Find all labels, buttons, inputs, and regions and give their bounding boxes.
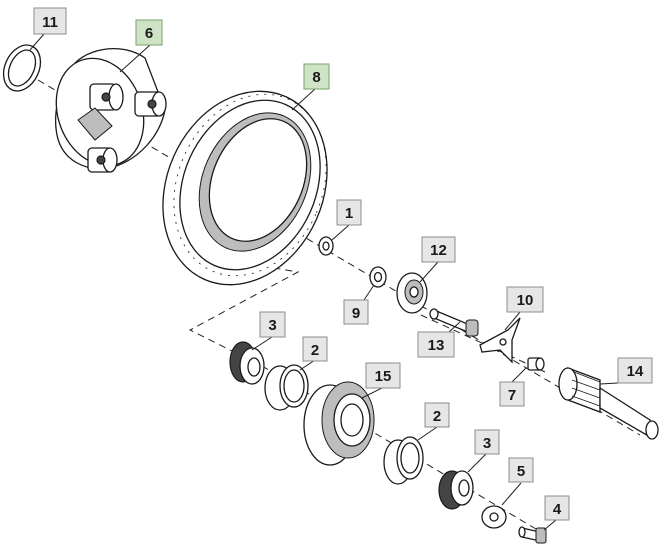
svg-text:4: 4	[553, 501, 562, 518]
svg-text:15: 15	[375, 368, 392, 385]
callout-3-upper: 3	[259, 311, 286, 338]
callout-3-lower: 3	[474, 429, 500, 455]
svg-text:14: 14	[627, 363, 644, 380]
svg-text:8: 8	[312, 69, 320, 86]
planet-carrier-6	[54, 48, 167, 173]
bushing-7	[527, 357, 545, 371]
callout-11: 11	[33, 7, 67, 35]
bearing-cup-2-upper	[264, 364, 309, 411]
callout-2-upper: 2	[302, 336, 328, 362]
svg-text:5: 5	[517, 463, 525, 480]
svg-text:2: 2	[433, 408, 441, 425]
callout-2-lower: 2	[424, 402, 450, 428]
svg-text:12: 12	[430, 242, 447, 259]
thrust-washer-12	[396, 272, 428, 314]
o-ring-11	[2, 44, 42, 92]
bearing-cup-2-lower	[383, 436, 424, 485]
washer-1	[318, 236, 334, 256]
callout-1: 1	[336, 199, 362, 226]
callout-8: 8	[303, 63, 330, 90]
callout-14: 14	[617, 357, 653, 384]
planet-gear-15	[303, 381, 375, 466]
callout-boxes: 11 6 8 1 12 9 10 13	[33, 7, 653, 521]
leader-lines	[29, 33, 619, 531]
callout-12: 12	[421, 236, 456, 263]
bearing-cone-3-upper	[229, 341, 265, 385]
svg-text:13: 13	[428, 337, 445, 354]
svg-text:10: 10	[517, 292, 534, 309]
svg-text:3: 3	[483, 435, 491, 452]
lock-plate-10	[479, 317, 521, 364]
washer-5	[481, 505, 507, 529]
svg-text:7: 7	[508, 387, 516, 404]
callout-10: 10	[506, 286, 544, 313]
callout-6: 6	[135, 19, 163, 46]
callout-5: 5	[508, 457, 534, 483]
splined-shaft-14	[558, 367, 659, 440]
callout-7: 7	[499, 381, 525, 407]
callout-9: 9	[343, 299, 369, 325]
callout-15: 15	[365, 362, 401, 389]
callout-4: 4	[544, 495, 570, 521]
svg-text:3: 3	[268, 317, 276, 334]
svg-text:11: 11	[42, 14, 58, 31]
bolt-13	[429, 308, 479, 337]
bearing-cone-3-lower	[438, 470, 474, 510]
bolt-4	[518, 526, 547, 544]
washer-9	[369, 266, 387, 288]
svg-text:2: 2	[311, 342, 319, 359]
ring-gear-8	[162, 90, 328, 286]
svg-text:1: 1	[345, 205, 353, 222]
svg-text:9: 9	[352, 305, 360, 322]
svg-text:6: 6	[145, 25, 153, 42]
callout-13: 13	[417, 331, 455, 358]
